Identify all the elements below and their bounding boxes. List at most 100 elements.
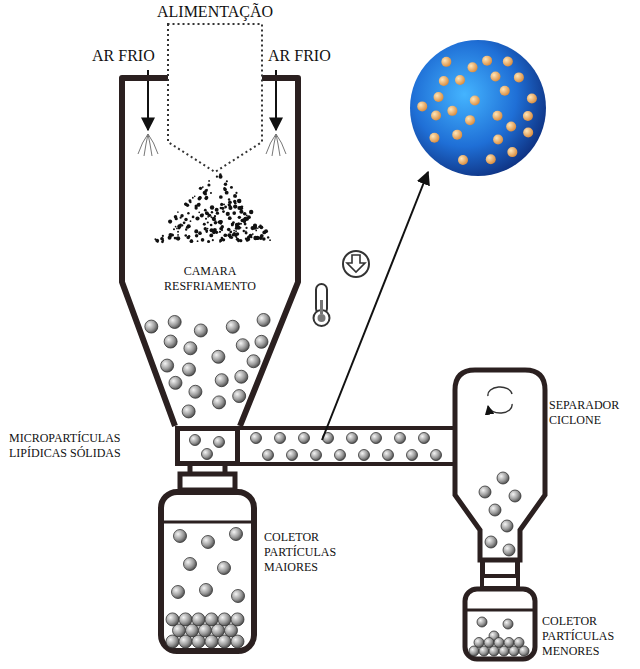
droplet (245, 230, 247, 232)
lipid-particle (417, 101, 427, 111)
droplet (257, 227, 259, 229)
spray-droplets (154, 173, 271, 243)
droplet (183, 221, 186, 224)
droplet (199, 196, 202, 199)
droplet (211, 211, 213, 213)
droplet (225, 191, 229, 195)
particle (184, 558, 197, 571)
lipid-particle (441, 57, 451, 67)
particles (251, 433, 442, 461)
droplet (262, 237, 266, 241)
droplet (237, 240, 239, 242)
droplet (242, 218, 246, 222)
particle (235, 370, 248, 383)
droplet (192, 197, 194, 199)
droplet (207, 240, 210, 243)
particle (232, 590, 245, 603)
lipid-particle (447, 106, 457, 116)
cyclone-outline (455, 370, 545, 560)
droplet (201, 238, 205, 242)
droplet (162, 239, 164, 241)
jar-band (161, 521, 254, 524)
particle (214, 437, 225, 448)
air-label: AR FRIO (268, 46, 331, 65)
node-label: ALIMENTAÇÃO (157, 2, 273, 22)
particle (182, 405, 195, 418)
lipid-particle (523, 111, 533, 121)
droplet (216, 176, 218, 178)
droplet (175, 226, 177, 228)
droplet (247, 215, 251, 219)
droplet (186, 204, 189, 207)
lipid-particle (503, 57, 513, 67)
particle (145, 320, 158, 333)
droplet (198, 231, 202, 235)
droplet (207, 183, 210, 186)
zoom-disc (410, 40, 546, 176)
droplet (204, 193, 207, 196)
droplet (228, 198, 230, 200)
lipid-particle (492, 111, 502, 121)
shape-outline (122, 78, 298, 426)
droplet (210, 205, 214, 209)
droplet (177, 211, 179, 213)
particle (174, 530, 187, 543)
droplet (256, 238, 258, 240)
droplet (219, 231, 221, 233)
particle (255, 335, 268, 348)
particle (194, 324, 207, 337)
droplet (209, 234, 213, 238)
droplet (238, 216, 241, 219)
droplet (222, 238, 225, 241)
cyclone-separator: SEPARADOR CICLONE (455, 370, 545, 560)
droplet (186, 236, 190, 240)
droplet (154, 238, 156, 240)
particle (251, 433, 262, 444)
cold-air-arrow (138, 70, 286, 156)
particle (407, 450, 418, 461)
droplet (264, 229, 268, 233)
droplet (187, 224, 191, 228)
droplet (155, 239, 159, 243)
particle (484, 638, 494, 648)
droplet (202, 213, 204, 215)
down-arrow-icon (343, 251, 369, 277)
particle (169, 376, 182, 389)
shape-outline (158, 472, 257, 654)
droplet (226, 180, 228, 182)
collector-jar: COLETOR PARTÍCULAS MAIORES (158, 472, 257, 654)
zoom-arrow (322, 172, 428, 440)
droplet (219, 241, 221, 243)
droplet (222, 239, 224, 241)
droplet (188, 199, 191, 202)
particle (419, 433, 430, 444)
particle (509, 490, 521, 502)
droplet (194, 206, 197, 209)
droplet (205, 196, 208, 199)
feed-inlet: ALIMENTAÇÃO (168, 24, 262, 172)
lipid-particle (493, 135, 503, 145)
node-label: SEPARADOR CICLONE (549, 398, 635, 428)
particle (192, 613, 205, 626)
particle (202, 536, 215, 549)
thermometer-fill (320, 300, 323, 314)
droplet (234, 202, 237, 205)
zoom-circle (410, 40, 546, 176)
particle (485, 536, 497, 548)
particle (215, 374, 228, 387)
particle (218, 562, 231, 575)
particle (501, 520, 513, 532)
droplet (202, 186, 204, 188)
particle (200, 584, 213, 597)
shape-outline (462, 574, 538, 662)
droplet (190, 239, 194, 243)
particle (213, 396, 226, 409)
droplet (218, 220, 222, 224)
droplet (249, 234, 253, 238)
tube-bore (240, 430, 455, 462)
droplet (205, 218, 207, 220)
droplet (195, 234, 199, 238)
